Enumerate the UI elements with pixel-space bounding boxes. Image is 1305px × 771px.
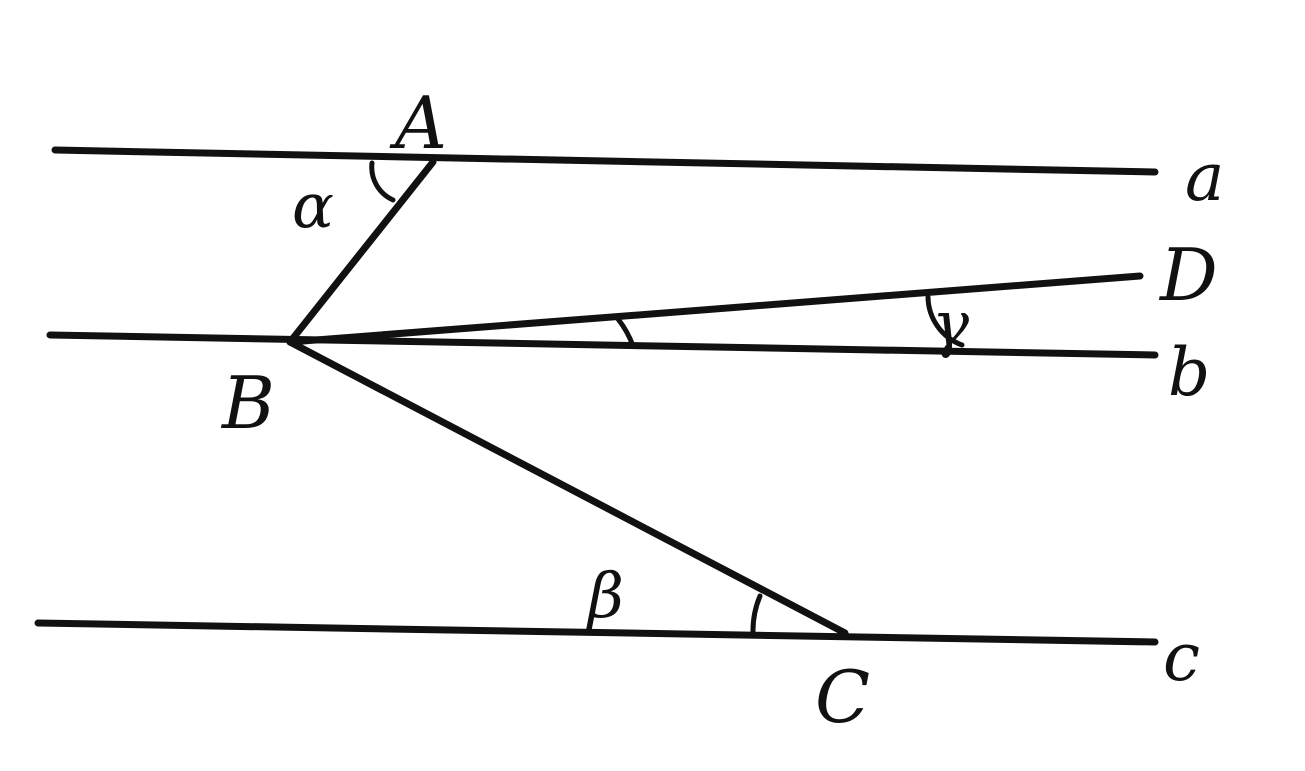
label-angle-gamma: γ [932,287,970,360]
angle-alpha-arc [369,160,396,203]
line-b [46,331,1159,359]
label-line-a: a [1185,139,1224,216]
label-line-c: c [1163,619,1200,696]
line-c [34,619,1159,646]
label-angle-beta: β [586,559,624,632]
label-line-b: b [1168,334,1210,411]
label-point-d: D [1158,233,1218,317]
segment-ab [286,158,437,346]
label-point-b: B [220,361,275,445]
line-a [51,146,1159,176]
angle-gamma-arc [925,294,965,348]
label-angle-alpha: α [292,169,334,242]
angle-abd-arc [615,316,636,349]
segment-bd [286,272,1144,346]
angle-beta-arc [750,593,763,636]
segment-bc [286,338,849,637]
label-point-a: A [389,81,447,165]
label-point-c: C [815,655,870,739]
